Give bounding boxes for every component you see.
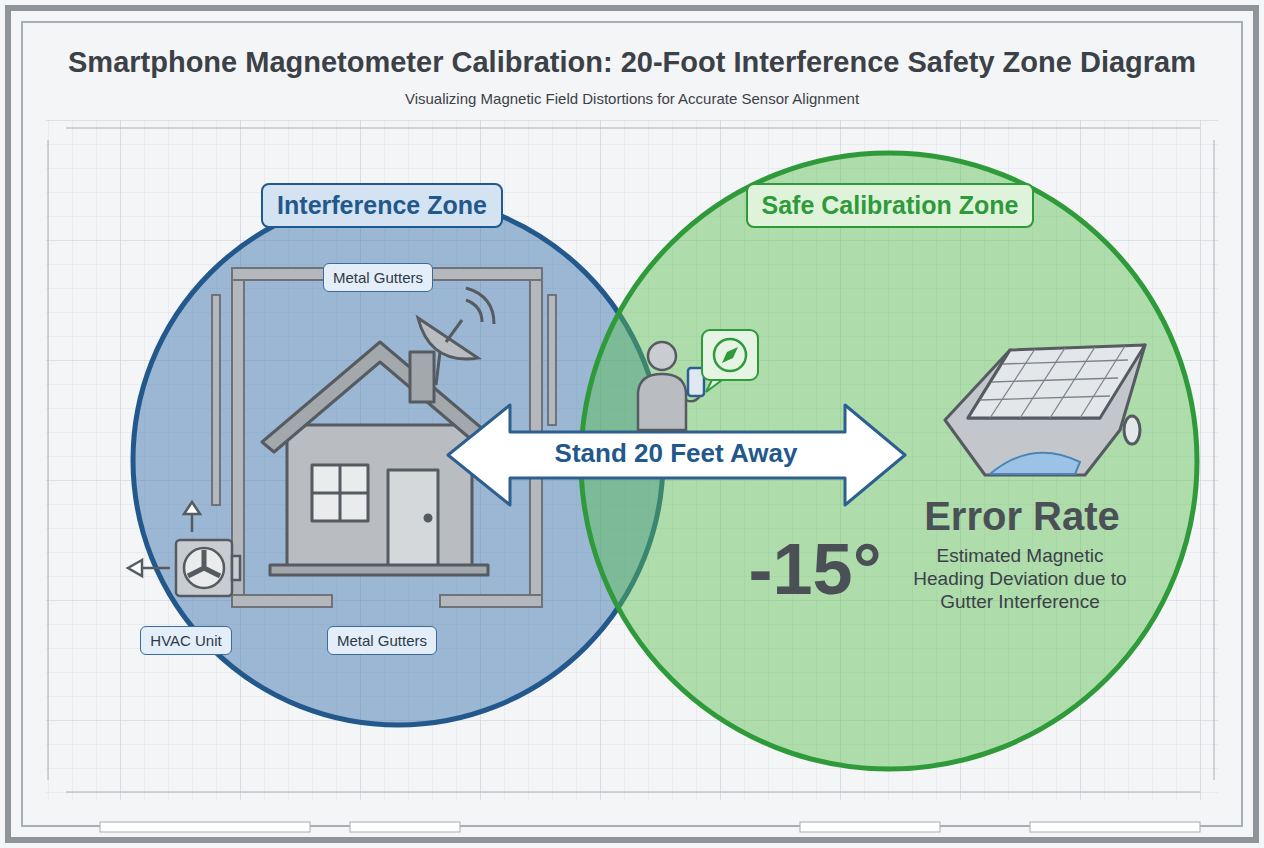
gutter-bar — [232, 280, 244, 595]
zone-heading: Safe Calibration Zone — [746, 183, 1035, 228]
distance-label: Stand 20 Feet Away — [551, 438, 802, 469]
label-box: Metal Gutters — [323, 263, 433, 292]
compass-bubble — [702, 330, 758, 392]
gutter-bar — [232, 595, 332, 607]
zone-heading: Interference Zone — [261, 183, 503, 228]
downspout — [212, 295, 220, 505]
gutter-illustration — [945, 345, 1145, 475]
label-box: HVAC Unit — [140, 626, 231, 655]
hvac-icon — [128, 502, 240, 596]
downspout — [548, 295, 556, 425]
diagram-title: Smartphone Magnetometer Calibration: 20-… — [0, 46, 1264, 79]
part-label: HVAC Unit — [140, 626, 231, 655]
label-box: Metal Gutters — [327, 626, 437, 655]
error-value: -15° — [749, 528, 882, 610]
satellite-dish — [418, 288, 494, 385]
part-label: Metal Gutters — [323, 263, 433, 292]
gutter-bar — [440, 595, 542, 607]
error-description: Estimated Magnetic Heading Deviation due… — [900, 545, 1140, 613]
subtitle: Visualizing Magnetic Field Distortions f… — [405, 90, 859, 107]
part-label: Metal Gutters — [327, 626, 437, 655]
error-rate-heading: Error Rate — [924, 494, 1120, 539]
person-icon — [638, 342, 704, 430]
